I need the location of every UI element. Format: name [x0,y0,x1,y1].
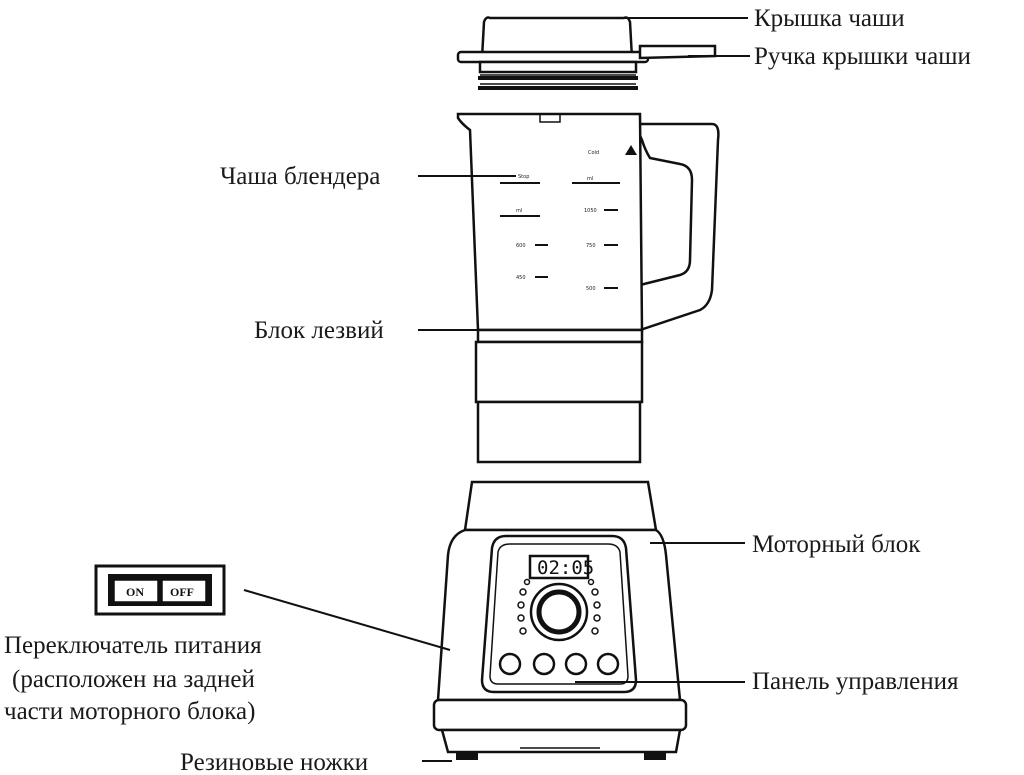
rubber-foot-right [644,752,666,760]
jar-mark-1050: 1050 [584,208,597,214]
blender-jar: Stop ml 600 450 Cold ml 1050 750 500 [456,112,720,332]
blade-unit [474,328,644,464]
label-motor-unit: Моторный блок [752,531,921,558]
motor-unit: 02:05 [432,480,688,760]
panel-button-3[interactable] [564,652,588,676]
jar-mark-ml-left: ml [516,208,522,214]
jar-mark-600: 600 [516,243,526,249]
jar-mark-500: 500 [586,286,596,292]
display-time: 02:05 [537,557,594,579]
panel-button-2[interactable] [532,652,556,676]
label-power-switch-line3: части моторного блока) [4,698,255,725]
switch-on[interactable] [113,579,159,603]
panel-button-4[interactable] [596,652,620,676]
display-screen [528,554,590,580]
label-jar: Чаша блендера [220,163,380,190]
control-panel: 02:05 [480,534,638,694]
indicator-leds [517,578,601,635]
label-control-panel: Панель управления [752,668,959,695]
switch-off-label: OFF [170,585,194,599]
label-rubber-feet: Резиновые ножки [180,749,368,775]
label-power-switch-line2: (расположен на задней [12,666,255,693]
label-lid: Крышка чаши [754,5,905,32]
jar-mark-750: 750 [586,243,596,249]
jar-mark-stop: Stop [518,174,529,180]
rubber-foot-left [456,752,478,760]
jar-lid [456,16,717,90]
jar-mark-cold: Cold [588,150,599,156]
jar-mark-450: 450 [516,275,526,281]
switch-off[interactable] [161,579,207,603]
label-lid-handle: Ручка крышки чаши [754,43,971,70]
panel-button-1[interactable] [498,652,522,676]
leader-lines [243,17,750,762]
switch-on-label: ON [126,585,144,599]
jar-mark-ml-right: ml [587,176,593,182]
power-switch: ON OFF [94,564,226,616]
label-blade-unit: Блок лезвий [254,317,384,344]
label-power-switch-line1: Переключатель питания [4,632,262,659]
